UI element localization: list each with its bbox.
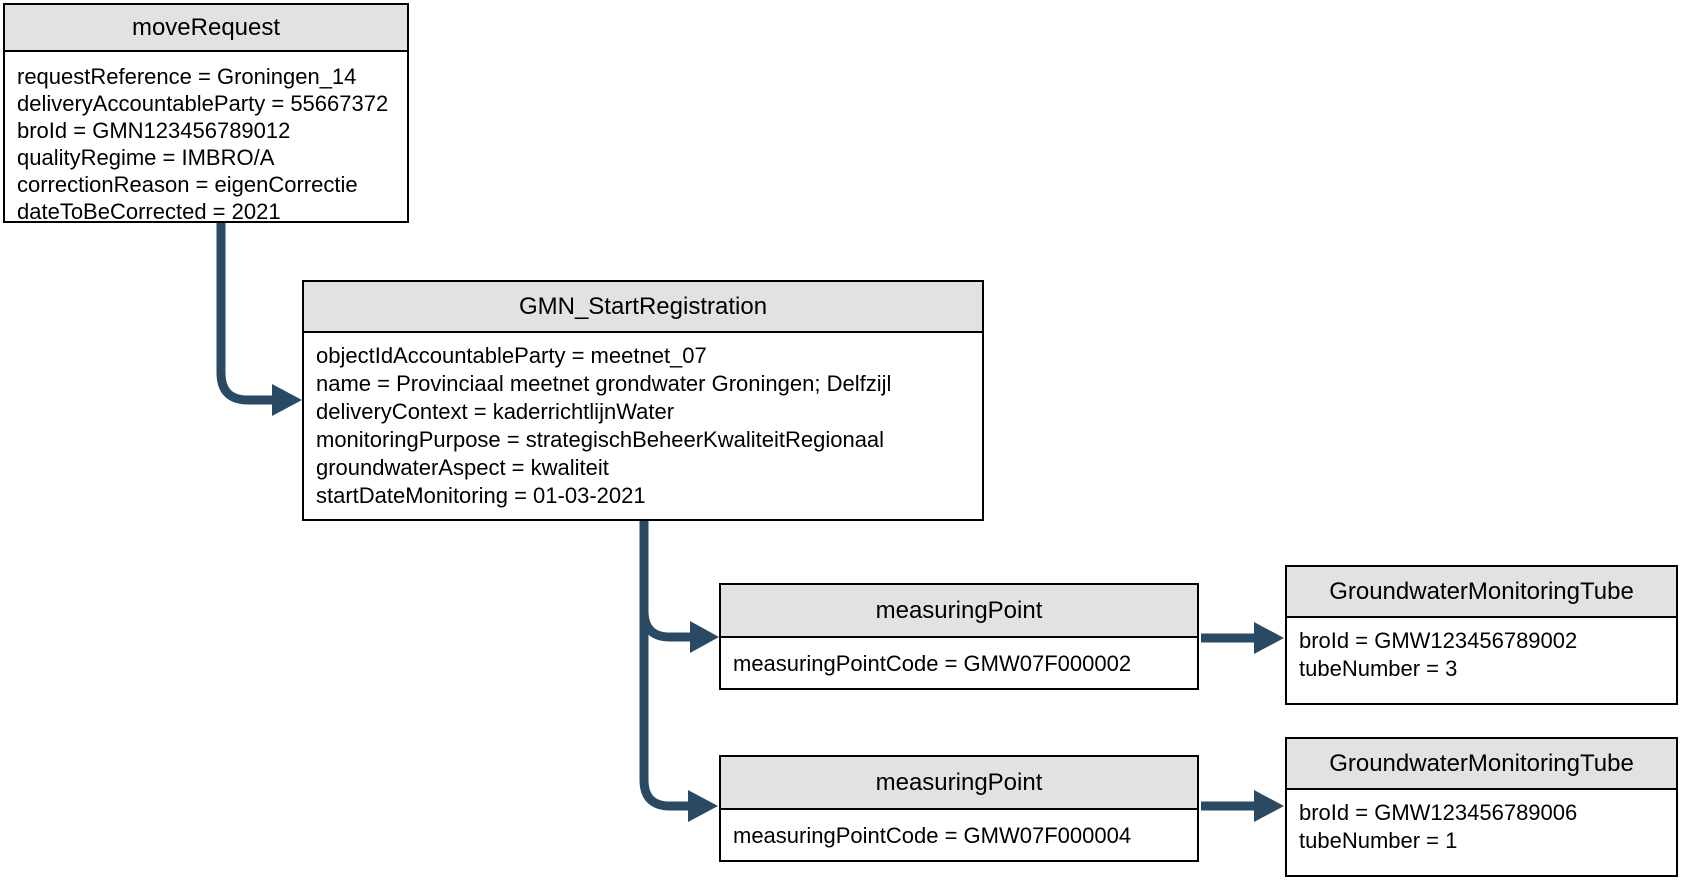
- node-attribute: correctionReason = eigenCorrectie: [17, 172, 358, 197]
- node-gmn-start-registration-body: objectIdAccountableParty = meetnet_07 na…: [304, 333, 982, 519]
- node-title: GroundwaterMonitoringTube: [1329, 749, 1634, 777]
- node-attribute: measuringPointCode = GMW07F000002: [733, 650, 1132, 676]
- arrow-gmn-trunk: [639, 521, 718, 822]
- node-groundwater-monitoring-tube-1: GroundwaterMonitoringTube broId = GMW123…: [1285, 565, 1678, 705]
- node-groundwater-monitoring-tube-2-body: broId = GMW123456789006 tubeNumber = 1: [1287, 790, 1676, 875]
- node-measuring-point-1-header: measuringPoint: [721, 585, 1197, 638]
- node-attribute: dateToBeCorrected = 2021: [17, 199, 281, 224]
- node-groundwater-monitoring-tube-2-header: GroundwaterMonitoringTube: [1287, 739, 1676, 790]
- node-title: GMN_StartRegistration: [518, 292, 768, 320]
- node-title: measuringPoint: [875, 596, 1043, 624]
- arrow-gmn-to-measuring-point-1: [639, 595, 719, 653]
- node-move-request: moveRequest requestReference = Groningen…: [3, 3, 409, 225]
- node-attribute: objectIdAccountableParty = meetnet_07: [316, 343, 707, 368]
- node-attribute: broId = GMW123456789006: [1299, 800, 1578, 825]
- node-gmn-start-registration: GMN_StartRegistration objectIdAccountabl…: [302, 280, 984, 521]
- node-measuring-point-2: measuringPoint measuringPointCode = GMW0…: [719, 755, 1199, 862]
- node-attribute: tubeNumber = 1: [1299, 828, 1458, 853]
- node-measuring-point-1-body: measuringPointCode = GMW07F000002: [721, 638, 1197, 688]
- node-groundwater-monitoring-tube-1-header: GroundwaterMonitoringTube: [1287, 567, 1676, 618]
- node-attribute: deliveryContext = kaderrichtlijnWater: [316, 399, 675, 424]
- node-groundwater-monitoring-tube-1-body: broId = GMW123456789002 tubeNumber = 3: [1287, 618, 1676, 703]
- node-groundwater-monitoring-tube-2: GroundwaterMonitoringTube broId = GMW123…: [1285, 737, 1678, 877]
- node-attribute: requestReference = Groningen_14: [17, 64, 357, 89]
- node-attribute: broId = GMN123456789012: [17, 118, 291, 143]
- node-attribute: monitoringPurpose = strategischBeheerKwa…: [316, 427, 885, 452]
- arrow-move-request-to-gmn: [216, 223, 302, 416]
- node-measuring-point-2-body: measuringPointCode = GMW07F000004: [721, 810, 1197, 860]
- node-title: moveRequest: [131, 13, 281, 41]
- node-measuring-point-2-header: measuringPoint: [721, 757, 1197, 810]
- node-attribute: tubeNumber = 3: [1299, 656, 1458, 681]
- node-gmn-start-registration-header: GMN_StartRegistration: [304, 282, 982, 333]
- node-attribute: qualityRegime = IMBRO/A: [17, 145, 275, 170]
- node-attribute: name = Provinciaal meetnet grondwater Gr…: [316, 371, 892, 396]
- node-attribute: startDateMonitoring = 01-03-2021: [316, 483, 646, 508]
- node-attribute: groundwaterAspect = kwaliteit: [316, 455, 609, 480]
- node-attribute: broId = GMW123456789002: [1299, 628, 1578, 653]
- node-attribute: deliveryAccountableParty = 55667372: [17, 91, 389, 116]
- node-measuring-point-1: measuringPoint measuringPointCode = GMW0…: [719, 583, 1199, 690]
- arrow-measuring-point-2-to-tube-2: [1201, 790, 1284, 822]
- node-title: GroundwaterMonitoringTube: [1329, 577, 1634, 605]
- node-title: measuringPoint: [875, 768, 1043, 796]
- arrow-measuring-point-1-to-tube-1: [1201, 622, 1284, 654]
- node-move-request-header: moveRequest: [5, 5, 407, 52]
- node-move-request-body: requestReference = Groningen_14 delivery…: [5, 52, 407, 225]
- node-attribute: measuringPointCode = GMW07F000004: [733, 822, 1132, 848]
